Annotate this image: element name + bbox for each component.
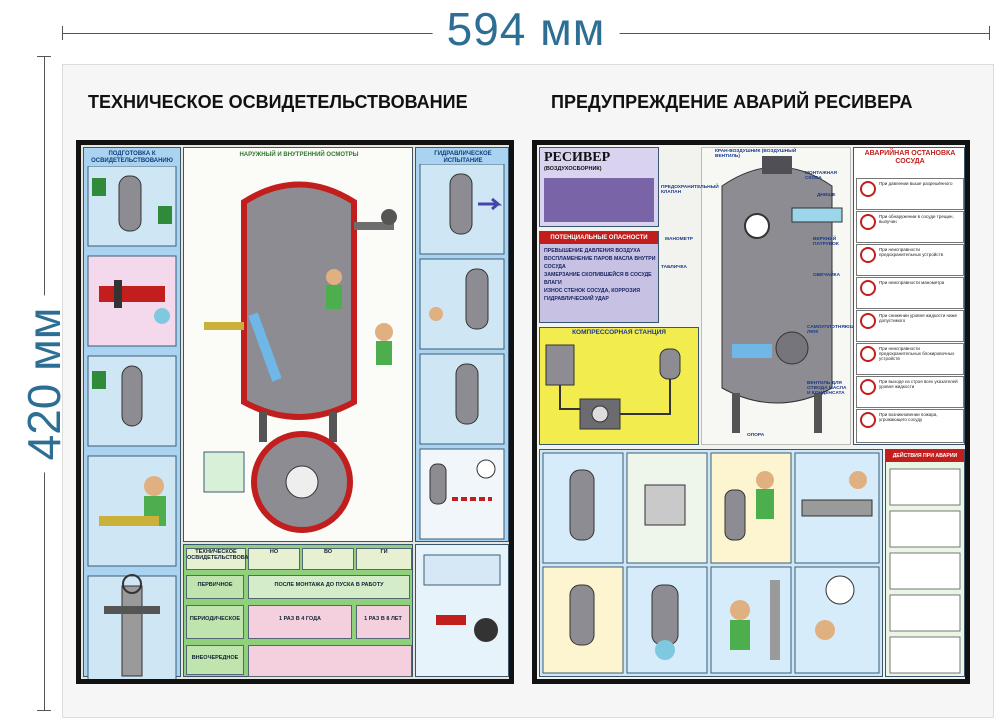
- emergency-item-text: При неисправности манометра: [879, 280, 945, 285]
- table-header: ГИ: [356, 548, 412, 570]
- part-label: МАНОМЕТР: [665, 237, 693, 242]
- part-label: САМОУПЛОТНЯЮЩИЙСЯ ЛЮК: [807, 325, 869, 335]
- emergency-item-text: При снижении уровня жидкости ниже допуст…: [879, 313, 958, 324]
- receiver-vessel: [721, 156, 843, 433]
- procedures-grid: [539, 449, 883, 677]
- right-poster-title: ПРЕДУПРЕЖДЕНИЕ АВАРИЙ РЕСИВЕРА: [551, 92, 913, 112]
- left-poster-content: ПОДГОТОВКА К ОСВИДЕТЕЛЬСТВОВАНИЮ: [81, 145, 509, 679]
- dangers-list: ПРЕВЫШЕНИЕ ДАВЛЕНИЯ ВОЗДУХА ВОСПЛАМЕНЕНИ…: [544, 247, 656, 303]
- emergency-item-text: При давлении выше разрешённого: [879, 181, 953, 186]
- table-header: ТЕХНИЧЕСКОЕ ОСВИДЕТЕЛЬСТВОВАНИЕ: [186, 548, 260, 570]
- compressor-heading: КОМПРЕССОРНАЯ СТАНЦИЯ: [572, 329, 666, 336]
- right-poster: РЕСИВЕР (ВОЗДУХОСБОРНИК) ПОТЕНЦИАЛЬНЫЕ О…: [532, 140, 970, 684]
- hydro-column: ГИДРАВЛИЧЕСКОЕ ИСПЫТАНИЕ: [415, 147, 509, 542]
- receiver-info: РЕСИВЕР (ВОЗДУХОСБОРНИК): [539, 147, 659, 227]
- width-label: 594 мм: [432, 2, 620, 56]
- vessel-illustration: [203, 181, 397, 533]
- hydro-notes: [415, 544, 509, 677]
- emergency-item-text: При обнаружении в сосуде трещин, выпучин: [879, 214, 954, 225]
- emergency-item: При давлении выше разрешённого: [856, 178, 964, 210]
- part-label: ОБЕЧАЙКА: [813, 273, 841, 278]
- valve-icon: [860, 247, 876, 263]
- prep-heading: ПОДГОТОВКА К ОСВИДЕТЕЛЬСТВОВАНИЮ: [91, 151, 173, 164]
- gauge-icon: [860, 280, 876, 296]
- table-header: НО: [248, 548, 300, 570]
- table-cell: ПОСЛЕ МОНТАЖА ДО ПУСКА В РАБОТУ: [248, 575, 410, 599]
- emergency-item: При возникновении пожара, угрожающего со…: [856, 409, 964, 443]
- right-poster-content: РЕСИВЕР (ВОЗДУХОСБОРНИК) ПОТЕНЦИАЛЬНЫЕ О…: [537, 145, 965, 679]
- receiver-spec-table: [544, 178, 654, 222]
- actions-illustrations: [889, 468, 961, 674]
- inspection-heading: НАРУЖНЫЙ И ВНУТРЕННИЙ ОСМОТРЫ: [239, 152, 359, 158]
- danger-item: ЗАМЕРЗАНИЕ СКОПИВШЕЙСЯ В СОСУДЕ ВЛАГИ: [544, 272, 652, 287]
- dimension-tick: [62, 26, 63, 40]
- emergency-heading: АВАРИЙНАЯ ОСТАНОВКА СОСУДА: [864, 150, 956, 165]
- width-dimension: 594 мм: [62, 0, 990, 60]
- emergency-item: При неисправности предохранительных блок…: [856, 343, 964, 375]
- emergency-item: При обнаружении в сосуде трещин, выпучин: [856, 211, 964, 243]
- part-label: ВЕНТИЛЬ ДЛЯ ОТВОДА МАСЛА И КОНДЕНСАТА: [807, 381, 847, 396]
- inspection-panel: НАРУЖНЫЙ И ВНУТРЕННИЙ ОСМОТРЫ: [183, 147, 413, 542]
- dangers-heading: ПОТЕНЦИАЛЬНЫЕ ОПАСНОСТИ: [540, 232, 658, 244]
- left-poster: ПОДГОТОВКА К ОСВИДЕТЕЛЬСТВОВАНИЮ: [76, 140, 514, 684]
- receiver-title: РЕСИВЕР: [544, 150, 611, 165]
- fire-icon: [860, 412, 876, 428]
- compressor-diagram: [545, 344, 681, 430]
- danger-item: ИЗНОС СТЕНОК СОСУДА, КОРРОЗИЯ: [544, 288, 640, 295]
- level-icon: [860, 313, 876, 329]
- table-row-label: ПЕРИОДИЧЕСКОЕ: [186, 605, 244, 639]
- danger-item: ГИДРАВЛИЧЕСКИЙ УДАР: [544, 296, 609, 303]
- danger-item: ВОСПЛАМЕНЕНИЕ ПАРОВ МАСЛА ВНУТРИ СОСУДА: [544, 256, 656, 271]
- part-label: ОПОРА: [747, 433, 765, 438]
- accident-actions-panel: ДЕЙСТВИЯ ПРИ АВАРИИ: [885, 449, 965, 677]
- actions-heading: ДЕЙСТВИЯ ПРИ АВАРИИ: [886, 450, 964, 462]
- emergency-item: При неисправности манометра: [856, 277, 964, 309]
- hydro-illustrations: [419, 164, 505, 540]
- emergency-item-text: При возникновении пожара, угрожающего со…: [879, 412, 938, 423]
- part-label: КРАН-ВОЗДУШНИК (ВОЗДУШНЫЙ ВЕНТИЛЬ): [715, 149, 797, 159]
- dimension-tick: [37, 710, 51, 711]
- table-cell: 1 РАЗ В 4 ГОДА: [248, 605, 352, 639]
- height-dimension: 420 мм: [0, 56, 71, 711]
- emergency-stop-panel: АВАРИЙНАЯ ОСТАНОВКА СОСУДА При давлении …: [853, 147, 965, 445]
- emergency-item-text: При выходе из строя всех указателей уров…: [879, 379, 958, 390]
- part-label: ВЕРХНИЙ ПАТРУБОК: [813, 237, 839, 247]
- lock-icon: [860, 346, 876, 362]
- part-label: ПРЕДОХРАНИТЕЛЬНЫЙ КЛАПАН: [661, 185, 719, 195]
- emergency-item: При неисправности предохранительных устр…: [856, 244, 964, 276]
- manometer-icon: [860, 181, 876, 197]
- table-header: ВО: [302, 548, 354, 570]
- table-row-label: ВНЕОЧЕРЕДНОЕ: [186, 645, 244, 675]
- dimension-tick: [989, 26, 990, 40]
- prep-column: ПОДГОТОВКА К ОСВИДЕТЕЛЬСТВОВАНИЮ: [83, 147, 181, 679]
- receiver-diagram: [701, 147, 851, 445]
- emergency-item: При снижении уровня жидкости ниже допуст…: [856, 310, 964, 342]
- part-label: ТАБЛИЧКА: [661, 265, 687, 270]
- dangers-panel: ПОТЕНЦИАЛЬНЫЕ ОПАСНОСТИ ПРЕВЫШЕНИЕ ДАВЛЕ…: [539, 231, 659, 323]
- table-cell: 1 РАЗ В 8 ЛЕТ: [356, 605, 410, 639]
- hydro-notes-illustration: [423, 554, 501, 642]
- part-label: ДНИЩЕ: [817, 193, 836, 198]
- emergency-item: При выходе из строя всех указателей уров…: [856, 376, 964, 408]
- emergency-item-text: При неисправности предохранительных блок…: [879, 346, 955, 362]
- left-poster-title: ТЕХНИЧЕСКОЕ ОСВИДЕТЕЛЬСТВОВАНИЕ: [88, 92, 468, 112]
- indicator-icon: [860, 379, 876, 395]
- inspection-schedule-table: ТЕХНИЧЕСКОЕ ОСВИДЕТЕЛЬСТВОВАНИЕ НО ВО ГИ…: [183, 544, 413, 677]
- emergency-item-text: При неисправности предохранительных устр…: [879, 247, 943, 258]
- part-label: МОНТАЖНАЯ СКОБА: [805, 171, 837, 181]
- hydro-heading: ГИДРАВЛИЧЕСКОЕ ИСПЫТАНИЕ: [434, 151, 492, 164]
- receiver-subtitle: (ВОЗДУХОСБОРНИК): [544, 166, 602, 172]
- table-cell: [248, 645, 412, 677]
- prep-illustrations: [87, 166, 177, 679]
- crack-icon: [860, 214, 876, 230]
- compressor-station-panel: КОМПРЕССОРНАЯ СТАНЦИЯ: [539, 327, 699, 445]
- table-row-label: ПЕРВИЧНОЕ: [186, 575, 244, 599]
- procedures-illustrations: [542, 452, 880, 674]
- dimension-tick: [37, 56, 51, 57]
- danger-item: ПРЕВЫШЕНИЕ ДАВЛЕНИЯ ВОЗДУХА: [544, 248, 641, 254]
